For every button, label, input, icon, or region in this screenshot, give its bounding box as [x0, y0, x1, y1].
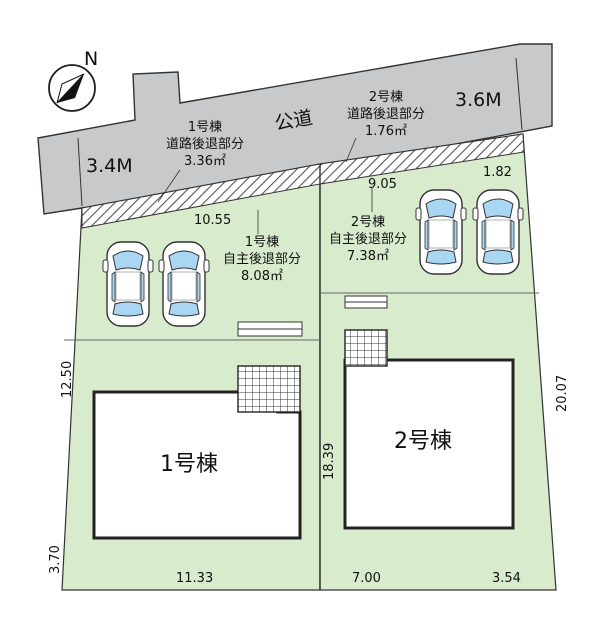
- public-road: [37, 43, 553, 215]
- svg-text:1号棟: 1号棟: [188, 120, 222, 135]
- svg-text:7.38㎡: 7.38㎡: [347, 249, 389, 264]
- svg-text:3.36㎡: 3.36㎡: [184, 154, 226, 169]
- porch-2: [344, 329, 388, 367]
- self-setback-label-1: 1号棟 自主後退部分 8.08㎡: [223, 235, 301, 284]
- svg-text:自主後退部分: 自主後退部分: [329, 232, 407, 247]
- svg-text:1号棟: 1号棟: [245, 235, 279, 250]
- road-width-left: 3.4M: [86, 155, 133, 177]
- road-setback-label-2: 2号棟 道路後退部分 1.76㎡: [347, 90, 425, 139]
- parking-car-4: [472, 189, 524, 275]
- svg-text:1.76㎡: 1.76㎡: [365, 124, 407, 139]
- svg-text:自主後退部分: 自主後退部分: [223, 252, 301, 267]
- north-arrow: N: [48, 48, 98, 112]
- svg-text:2号棟: 2号棟: [351, 215, 385, 230]
- dim-left-side-lower: 3.70: [48, 545, 63, 574]
- parking-car-2: [158, 241, 210, 327]
- svg-text:2号棟: 2号棟: [369, 90, 403, 105]
- road-width-left-marker: [77, 137, 83, 207]
- steps-1: [237, 321, 303, 337]
- dim-left-side-upper: 12.50: [60, 361, 75, 398]
- dim-right-side: 20.07: [555, 375, 570, 412]
- dim-middle-boundary: 18.39: [322, 443, 337, 480]
- road-width-right: 3.6M: [455, 89, 502, 111]
- road-setback-leader-1: [157, 169, 181, 203]
- building-2-label: 2号棟: [394, 429, 452, 454]
- dim-bottom-mid: 7.00: [352, 571, 381, 586]
- steps-2: [344, 295, 388, 309]
- dim-top-left-lot: 10.55: [194, 213, 231, 228]
- parking-car-3: [415, 189, 467, 275]
- self-setback-label-2: 2号棟 自主後退部分 7.38㎡: [329, 215, 407, 264]
- building-2: [343, 358, 515, 530]
- road-setback-label-1: 1号棟 道路後退部分 3.36㎡: [166, 120, 244, 169]
- dim-top-right-lot-b: 1.82: [483, 165, 512, 180]
- north-letter: N: [84, 48, 98, 70]
- svg-text:道路後退部分: 道路後退部分: [166, 136, 244, 152]
- dim-bottom-left: 11.33: [176, 571, 213, 586]
- parking-car-1: [102, 241, 154, 327]
- road-width-right-marker: [515, 57, 523, 131]
- dim-bottom-right: 3.54: [492, 571, 521, 586]
- svg-text:道路後退部分: 道路後退部分: [347, 106, 425, 122]
- road-setback-leader-2: [345, 137, 357, 163]
- svg-text:8.08㎡: 8.08㎡: [241, 269, 283, 284]
- building-1-label: 1号棟: [160, 452, 218, 477]
- dim-top-right-lot-a: 9.05: [368, 177, 397, 192]
- porch-1: [237, 365, 301, 413]
